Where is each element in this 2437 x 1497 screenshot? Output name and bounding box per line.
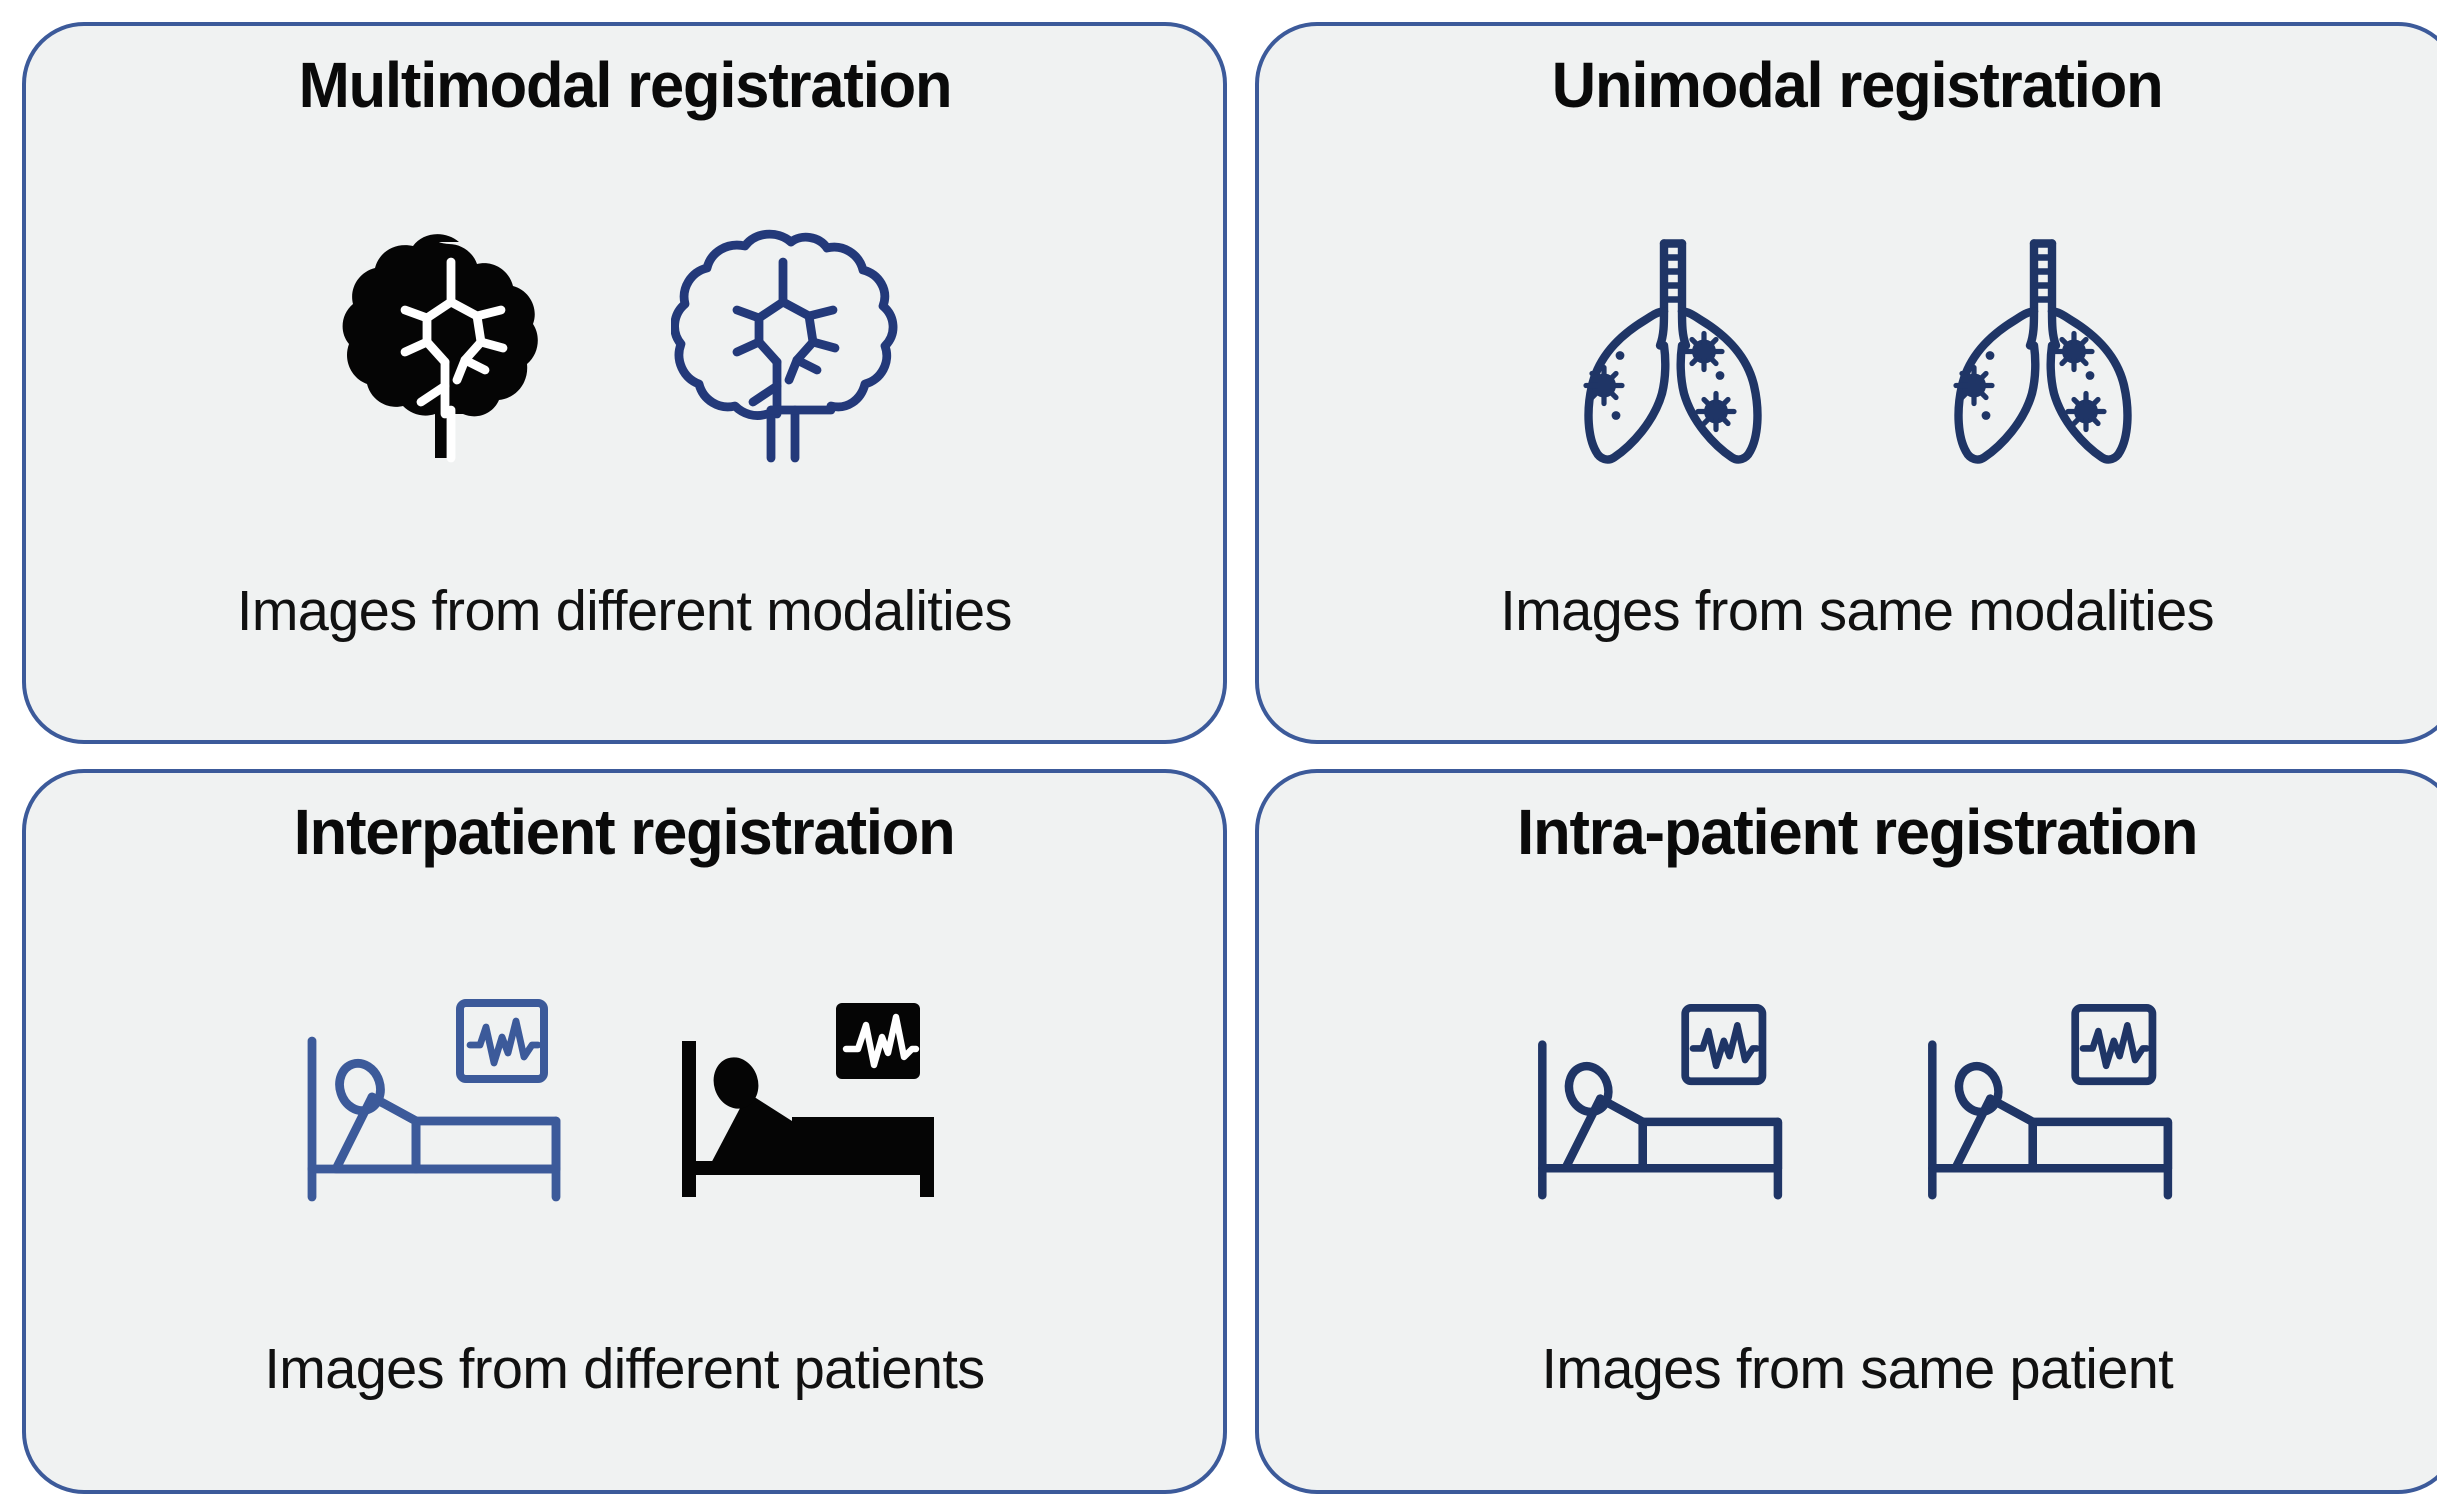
patient-bed-filled-icon <box>668 997 958 1212</box>
lungs-outline-icon <box>1918 231 2168 481</box>
panel-caption: Images from different modalities <box>237 579 1013 643</box>
panel-caption: Images from same modalities <box>1500 579 2215 643</box>
panel-icon-row <box>26 129 1223 578</box>
panel-title: Unimodal registration <box>1552 49 2164 121</box>
lungs-outline-icon <box>1548 231 1798 481</box>
patient-bed-outline-icon <box>1913 1001 2193 1211</box>
panel-icon-row <box>1259 133 2437 578</box>
panel-icon-row <box>26 872 1223 1336</box>
panel-title: Interpatient registration <box>294 796 956 868</box>
patient-bed-outline-icon <box>292 997 582 1212</box>
panel-icon-row <box>1259 876 2437 1336</box>
panel-caption: Images from same patient <box>1541 1337 2174 1401</box>
panel-title: Intra-patient registration <box>1517 796 2198 868</box>
brain-filled-icon <box>339 226 579 481</box>
brain-outline-icon <box>669 226 911 481</box>
panel-title: Multimodal registration <box>298 49 952 121</box>
panel-intrapatient-registration: Intra-patient registration <box>1255 769 2437 1494</box>
panel-unimodal-registration: Unimodal registration <box>1255 22 2437 744</box>
panel-multimodal-registration: Multimodal registration <box>22 22 1227 744</box>
patient-bed-outline-icon <box>1523 1001 1803 1211</box>
panel-interpatient-registration: Interpatient registration <box>22 769 1227 1494</box>
panel-caption: Images from different patients <box>264 1337 985 1401</box>
